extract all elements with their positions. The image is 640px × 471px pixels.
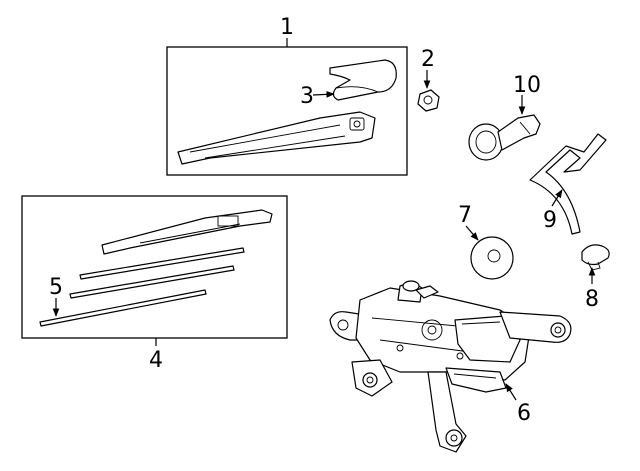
arm-cover-cap [329,59,397,101]
arm-assembly-group [166,38,408,176]
washer-hose-part [529,133,607,235]
blade-assembly-group [21,195,288,346]
cap-icon [581,244,610,266]
callout-9: 9 [543,208,557,233]
wiper-arm [177,111,376,165]
nut-icon [417,89,440,112]
callout-3: 3 [300,84,314,109]
nut-part [417,70,440,112]
blade-refill-strip-1 [79,247,245,280]
callout-1: 1 [280,15,294,40]
blade-assembly-box [21,195,288,339]
callout-6: 6 [517,401,531,426]
leader-line-9 [551,189,563,207]
washer-hose [529,133,607,235]
callout-8: 8 [585,287,599,312]
blade-insert-5 [39,289,207,327]
callout-2: 2 [421,47,435,72]
seal-icon [470,236,514,280]
callout-7: 7 [458,203,472,228]
wiper-motor-part [329,280,572,453]
blade-refill-strip-2 [69,265,235,299]
nozzle-grommet-part [468,95,541,161]
leader-line-6 [505,383,517,401]
leader-line-7 [465,225,479,241]
cap-part [581,244,610,284]
seal-part [465,225,514,280]
callout-10: 10 [513,73,541,98]
callout-5: 5 [49,275,63,300]
callout-4: 4 [149,348,163,373]
leader-line-3 [312,91,335,98]
wiper-blade [101,209,273,255]
